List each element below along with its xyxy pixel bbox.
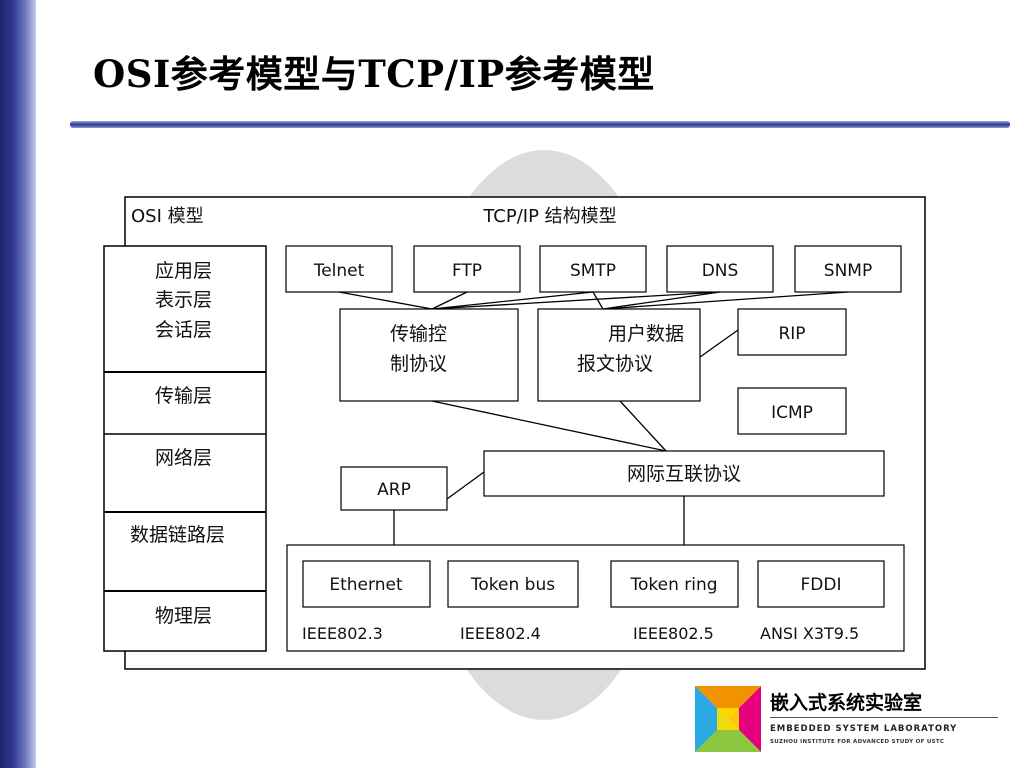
tcp-ip-connector [431,400,667,452]
rip-udp-connector [699,329,739,358]
ieee8023-label: IEEE802.3 [302,624,383,643]
udp-label-line2: 报文协议 [577,353,653,375]
ip-label: 网际互联协议 [627,463,741,485]
ieee8024-label: IEEE802.4 [460,624,541,643]
dns-box [666,245,774,293]
telnet-label: Telnet [313,261,365,281]
ethernet-box [302,560,431,608]
slide-title: OSI参考模型与TCP/IP参考模型 [93,52,655,96]
osi-datalink-layer: 数据链路层 [130,524,225,546]
lab-logo: 嵌入式系统实验室 EMBEDDED SYSTEM LABORATORY SUZH… [695,686,1005,756]
osi-column [103,245,267,652]
title-underline [70,121,1010,128]
icmp-label: ICMP [771,403,813,423]
snmp-box [794,245,902,293]
tcpip-model-header: TCP/IP 结构模型 [482,206,616,227]
token-bus-box [447,560,579,608]
ftp-label: FTP [452,261,482,281]
snmp-label: SNMP [824,261,872,281]
arp-ip-connector [446,471,485,500]
fddi-label: FDDI [801,575,842,595]
tcp-label-line1: 传输控 [390,323,447,345]
lab-name-chinese: 嵌入式系统实验室 [770,692,923,714]
smtp-label: SMTP [570,261,616,281]
osi-physical-layer: 物理层 [155,605,212,627]
left-accent-bar [0,0,36,768]
tcp-box [339,308,519,402]
osi-presentation-layer: 表示层 [155,289,212,311]
lab-name-english: EMBEDDED SYSTEM LABORATORY [770,724,958,734]
smtp-box [539,245,647,293]
ip-box [483,450,885,497]
ansi-x3t95-label: ANSI X3T9.5 [760,624,859,643]
rip-label: RIP [778,324,805,344]
udp-box [537,308,701,402]
ethernet-label: Ethernet [329,575,403,595]
osi-network-layer: 网络层 [155,447,212,469]
osi-model-header: OSI 模型 [131,206,204,227]
udp-ip-connector [619,400,667,452]
arp-box [340,466,448,511]
fddi-box [757,560,885,608]
logo-divider [770,717,998,718]
rip-box [737,308,847,356]
ieee8025-label: IEEE802.5 [633,624,714,643]
icmp-box [737,387,847,435]
app-transport-connectors [338,291,849,310]
dns-label: DNS [702,261,739,281]
osi-transport-layer: 传输层 [155,385,212,407]
lab-logo-icon [695,686,761,752]
osi-session-layer: 会话层 [155,319,212,341]
arp-label: ARP [377,480,411,500]
osi-application-layer: 应用层 [155,260,212,282]
token-ring-box [610,560,739,608]
udp-label-line1: 用户数据 [608,323,684,345]
tcp-label-line2: 制协议 [390,353,447,375]
token-ring-label: Token ring [629,575,717,595]
lab-institute: SUZHOU INSTITUTE FOR ADVANCED STUDY OF U… [770,739,945,745]
token-bus-label: Token bus [470,575,555,595]
